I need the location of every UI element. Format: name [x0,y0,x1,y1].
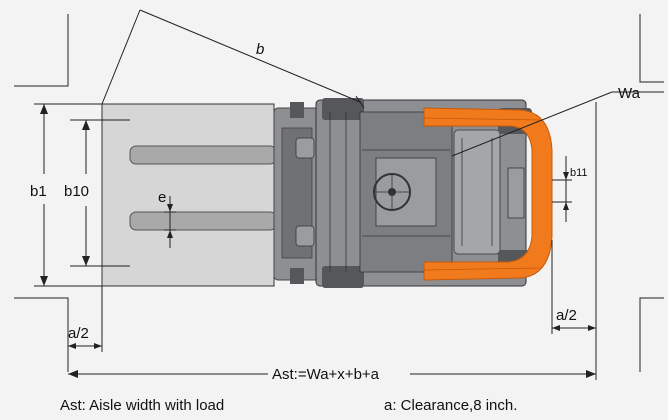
truck-chassis [315,98,532,288]
label-b1: b1 [30,183,47,200]
dimension-ast: Ast:=Wa+x+b+a [68,310,597,383]
fork-lower [129,211,277,231]
wall-corner-top-right [639,14,664,83]
dimension-b10: b10 [64,119,130,267]
dimension-a-half-right: a/2 [551,240,596,334]
wall-corner-top-left [14,14,69,87]
label-a-half-right: a/2 [556,307,577,324]
dimension-e: e [158,189,176,248]
forks [129,145,277,231]
seat [453,129,501,255]
label-a-half-left: a/2 [68,325,89,342]
label-b10: b10 [64,183,89,200]
wall-corner-bottom-left [14,297,69,372]
dimension-b11: b11 [552,156,588,222]
mast-assembly [273,102,321,284]
fork-upper [129,145,277,165]
aisle-walls [14,14,664,372]
legend-clearance: a: Clearance,8 inch. [384,397,517,414]
dimension-b: b [101,9,365,109]
label-ast-formula: Ast:=Wa+x+b+a [272,366,380,383]
dimension-b1: b1 [30,103,102,287]
label-e: e [158,189,166,206]
label-b11: b11 [570,167,588,179]
label-b: b [256,41,264,58]
dimension-wa: Wa [451,85,664,310]
wall-corner-bottom-right [639,297,664,372]
label-wa: Wa [618,85,641,102]
dimension-a-half-left: a/2 [68,286,103,352]
legend-ast: Ast: Aisle width with load [60,397,224,414]
load-pallet [101,103,275,287]
legend: Ast: Aisle width with load a: Clearance,… [60,397,517,414]
counterweight [423,107,553,281]
